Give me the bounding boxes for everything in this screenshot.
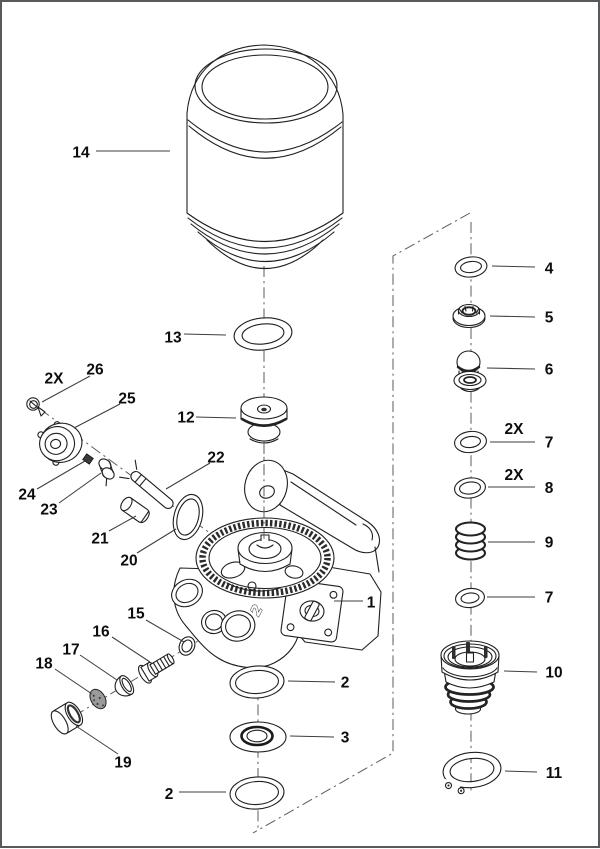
leader-lines xyxy=(36,150,538,793)
leader-line-15 xyxy=(145,619,185,643)
part-1-valve-body: 2 xyxy=(171,459,382,669)
part-26-screw xyxy=(26,397,46,417)
callout-4: 4 xyxy=(545,261,554,278)
part-18-filter-disc xyxy=(89,688,107,710)
part-4-o-ring xyxy=(454,256,488,278)
leader-line-6 xyxy=(486,367,536,370)
part-10-purge-valve xyxy=(440,640,500,715)
leader-line-17 xyxy=(79,654,118,681)
callout-11: 11 xyxy=(546,765,563,782)
callout-25: 25 xyxy=(118,391,136,408)
quantity-label-8: 2X xyxy=(505,467,525,484)
part-16-fitting-bolt xyxy=(138,653,175,684)
quantity-label-26: 2X xyxy=(45,371,65,388)
part-11-snap-ring xyxy=(439,751,502,799)
callout-5: 5 xyxy=(545,310,554,327)
part-25-cover xyxy=(37,421,83,466)
leader-line-2-upper xyxy=(287,680,336,683)
part-13-o-ring xyxy=(233,317,293,351)
part-22-pin xyxy=(119,459,174,510)
leader-line-12 xyxy=(195,416,237,419)
part-23-clip xyxy=(98,458,115,487)
part-6-check-valve-cap xyxy=(453,350,487,393)
leader-line-18 xyxy=(54,668,93,695)
leader-line-16 xyxy=(111,636,151,663)
callout-14: 14 xyxy=(72,145,90,162)
callout-2-lower: 2 xyxy=(165,786,174,803)
leader-line-21 xyxy=(108,515,137,532)
callout-21: 21 xyxy=(91,531,109,548)
quantity-label-7: 2X xyxy=(505,421,525,438)
callout-10: 10 xyxy=(545,665,562,682)
leader-line-20 xyxy=(136,528,177,554)
part-20-o-ring xyxy=(172,493,204,541)
leader-line-25 xyxy=(73,403,121,429)
callout-18: 18 xyxy=(35,656,53,673)
leader-line-26 xyxy=(41,375,91,403)
leader-line-19 xyxy=(75,725,119,755)
callout-3: 3 xyxy=(341,730,350,747)
callout-15: 15 xyxy=(127,606,145,623)
callout-19: 19 xyxy=(114,755,132,772)
leader-line-23 xyxy=(58,472,102,504)
callout-16: 16 xyxy=(92,624,110,641)
callout-labels: 14 13 12 2X 26 25 24 23 22 21 20 15 16 1… xyxy=(18,145,562,804)
callout-12: 12 xyxy=(177,410,194,427)
leader-line-10 xyxy=(503,670,538,673)
callout-24: 24 xyxy=(18,487,36,504)
leader-line-3 xyxy=(289,735,335,738)
part-12-check-valve xyxy=(240,396,288,444)
leader-line-5 xyxy=(489,315,536,318)
callout-13: 13 xyxy=(164,330,182,347)
callout-2-upper: 2 xyxy=(341,675,350,692)
part-5-valve-seat xyxy=(452,303,486,329)
callout-17: 17 xyxy=(62,642,79,659)
leader-line-11 xyxy=(504,770,538,773)
callout-20: 20 xyxy=(120,553,137,570)
part-14-cartridge xyxy=(186,44,344,269)
callout-6: 6 xyxy=(545,362,554,379)
part-19-cap xyxy=(50,701,84,735)
callout-26: 26 xyxy=(86,362,104,379)
part-2-o-ring-lower xyxy=(229,776,285,810)
callout-7-lower: 7 xyxy=(545,590,554,607)
callout-1: 1 xyxy=(367,595,376,612)
part-21-roller xyxy=(120,496,150,524)
part-24-nut xyxy=(82,453,94,465)
phantom-boundary-line xyxy=(252,212,471,834)
part-17-seal-cup xyxy=(114,675,135,697)
callout-22: 22 xyxy=(207,450,224,467)
callout-23: 23 xyxy=(40,502,58,519)
part-2-o-ring-upper xyxy=(229,665,285,699)
part-9-spring xyxy=(454,521,487,561)
part-8-o-ring xyxy=(454,477,486,499)
leader-line-22 xyxy=(165,462,211,490)
part-3-grommet xyxy=(229,721,287,753)
leader-line-13 xyxy=(183,333,227,336)
part-7-o-ring-upper xyxy=(454,430,487,454)
leader-line-4 xyxy=(491,265,536,268)
callout-7-upper: 7 xyxy=(545,435,554,452)
callout-8: 8 xyxy=(545,480,554,497)
leader-line-24 xyxy=(36,460,86,490)
callout-9: 9 xyxy=(545,535,554,552)
part-7-o-ring-lower xyxy=(455,587,485,609)
